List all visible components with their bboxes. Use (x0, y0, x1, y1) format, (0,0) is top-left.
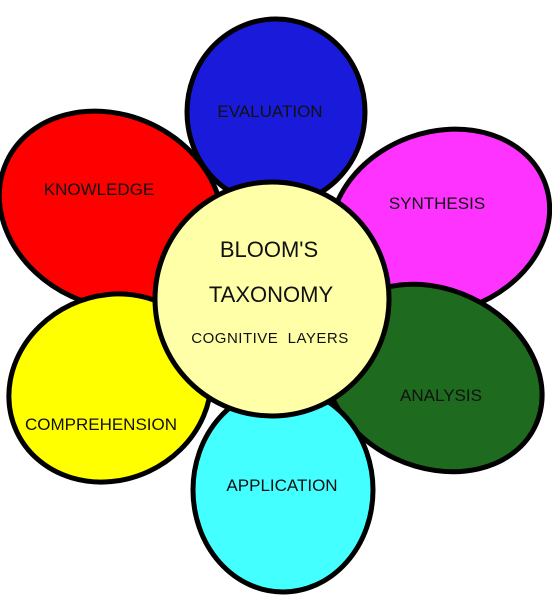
center-title-line1: BLOOM'S (220, 237, 318, 262)
center-title-line2: TAXONOMY (209, 282, 334, 307)
label-evaluation: EVALUATION (217, 102, 322, 121)
center-subtitle: COGNITIVE LAYERS (191, 330, 348, 347)
label-knowledge: KNOWLEDGE (44, 180, 155, 199)
label-comprehension: COMPREHENSION (25, 415, 177, 434)
center-circle (152, 179, 392, 419)
label-synthesis: SYNTHESIS (389, 194, 485, 213)
label-application: APPLICATION (226, 476, 337, 495)
label-analysis: ANALYSIS (400, 386, 482, 405)
